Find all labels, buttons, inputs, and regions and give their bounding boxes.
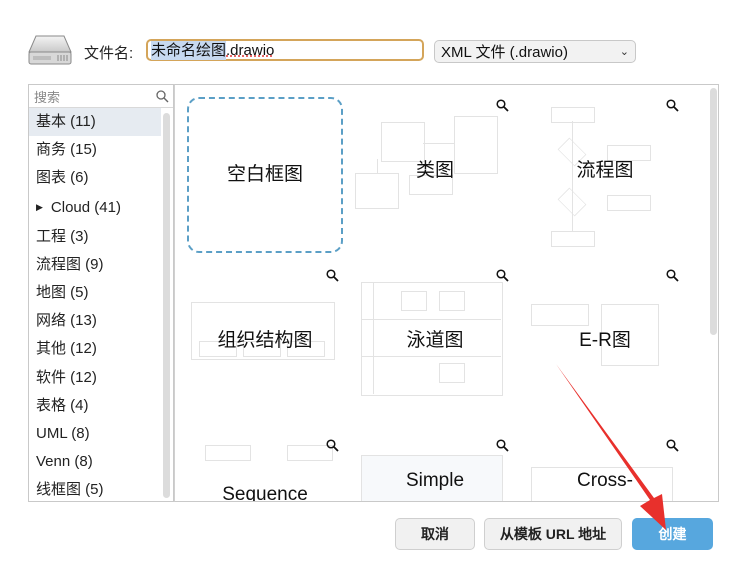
- category-item-uml[interactable]: UML (8): [36, 424, 90, 442]
- magnifier-icon[interactable]: [496, 99, 509, 115]
- category-item-other[interactable]: 其他 (12): [36, 340, 97, 358]
- magnifier-icon[interactable]: [326, 439, 339, 455]
- template-gallery: 空白框图 类图 流程图 组织结构图 泳道图: [174, 84, 719, 502]
- template-swimlane[interactable]: 泳道图: [357, 267, 513, 423]
- category-search[interactable]: 搜索: [29, 85, 173, 108]
- magnifier-icon[interactable]: [666, 269, 679, 285]
- magnifier-icon[interactable]: [496, 439, 509, 455]
- category-item-wireframes[interactable]: 线框图 (5): [36, 481, 104, 499]
- magnifier-icon[interactable]: [666, 439, 679, 455]
- category-item-flowchart[interactable]: 流程图 (9): [36, 255, 104, 273]
- filename-label: 文件名:: [84, 45, 134, 62]
- sidebar-scrollbar[interactable]: [163, 113, 170, 498]
- category-item-tables[interactable]: 表格 (4): [36, 396, 89, 414]
- template-title: 空白框图: [226, 164, 303, 185]
- template-er-diagram[interactable]: E-R图: [527, 267, 683, 423]
- template-simple[interactable]: Simple: [357, 437, 513, 501]
- create-button[interactable]: 创建: [632, 518, 713, 550]
- template-title: Cross-: [577, 470, 633, 491]
- gallery-scrollbar[interactable]: [710, 88, 717, 335]
- template-title: E-R图: [579, 330, 631, 351]
- magnifier-icon[interactable]: [496, 269, 509, 285]
- file-format-select[interactable]: XML 文件 (.drawio) ⌄: [434, 40, 636, 63]
- magnifier-icon[interactable]: [666, 99, 679, 115]
- category-item-basic[interactable]: 基本 (11): [29, 108, 161, 137]
- search-input[interactable]: 搜索: [34, 89, 61, 105]
- expand-triangle-icon[interactable]: ▶: [36, 201, 43, 212]
- category-item-software[interactable]: 软件 (12): [36, 368, 97, 386]
- search-icon[interactable]: [156, 89, 169, 103]
- chevron-down-icon: ⌄: [619, 46, 629, 58]
- template-flowchart[interactable]: 流程图: [527, 97, 683, 253]
- template-org-chart[interactable]: 组织结构图: [187, 267, 343, 423]
- category-item-charts[interactable]: 图表 (6): [36, 169, 89, 187]
- magnifier-icon[interactable]: [326, 269, 339, 285]
- category-item-engineering[interactable]: 工程 (3): [36, 227, 89, 245]
- category-sidebar: 搜索 基本 (11) 商务 (15) 图表 (6) ▶ Cloud (41) 工程…: [28, 84, 174, 502]
- hard-drive-icon: [28, 35, 72, 65]
- cancel-button[interactable]: 取消: [395, 518, 475, 550]
- category-item-maps[interactable]: 地图 (5): [36, 283, 89, 301]
- category-item-cloud[interactable]: ▶ Cloud (41): [29, 193, 161, 223]
- template-title: Simple: [405, 470, 465, 491]
- filename-extension: .drawio: [226, 41, 275, 59]
- filename-selected-text: 未命名绘图: [151, 40, 227, 60]
- category-item-venn[interactable]: Venn (8): [36, 453, 93, 471]
- template-cross-functional[interactable]: Cross-: [527, 437, 683, 501]
- filename-input[interactable]: 未命名绘图.drawio: [146, 39, 424, 61]
- category-list: 基本 (11) 商务 (15) 图表 (6) ▶ Cloud (41) 工程 (3…: [29, 108, 161, 501]
- category-item-business[interactable]: 商务 (15): [36, 141, 97, 159]
- template-title: 类图: [415, 160, 454, 181]
- template-blank-diagram[interactable]: 空白框图: [187, 97, 343, 253]
- template-title: 组织结构图: [217, 330, 313, 351]
- from-template-url-button[interactable]: 从模板 URL 地址: [484, 518, 622, 550]
- category-item-network[interactable]: 网络 (13): [36, 312, 97, 330]
- category-label: Cloud (41): [50, 198, 121, 216]
- template-title: Sequence: [222, 484, 308, 502]
- template-sequence[interactable]: Sequence: [187, 437, 343, 502]
- template-class-diagram[interactable]: 类图: [355, 97, 513, 253]
- template-title: 流程图: [576, 160, 634, 181]
- file-format-value: XML 文件 (.drawio): [441, 44, 568, 61]
- template-title: 泳道图: [406, 330, 464, 351]
